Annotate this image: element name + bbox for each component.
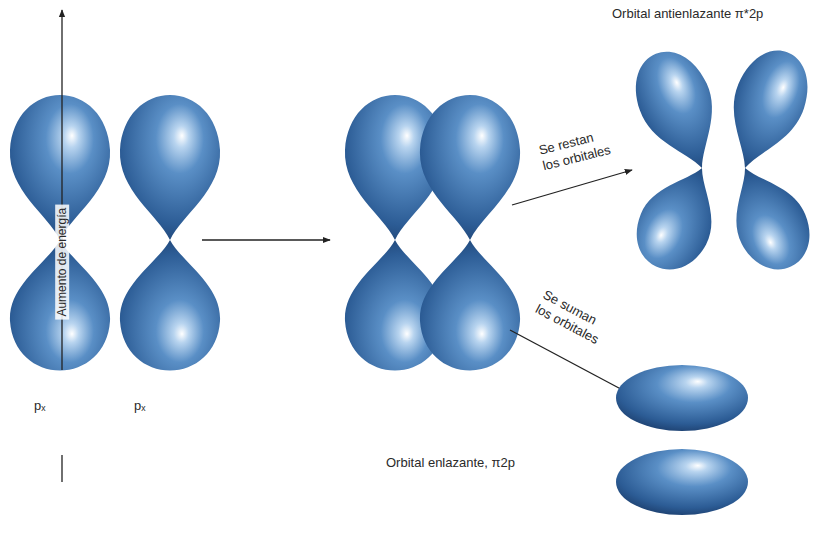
orbital-label: pₓ (34, 398, 46, 414)
process-arrow (202, 239, 330, 240)
antibonding-orbital (622, 40, 822, 282)
p-orbital (120, 95, 220, 371)
energy-axis (61, 455, 62, 482)
arrow-label: Se suman los orbitales (533, 287, 611, 348)
orbital-title: Orbital antienlazante π*2p (612, 6, 763, 22)
overlapping-orbitals (345, 95, 520, 371)
orbital-title: Orbital enlazante, π2p (386, 455, 515, 471)
arrow-label: Se restan los orbitales (537, 126, 614, 174)
orbital-label: pₓ (134, 398, 146, 414)
p-orbital (10, 95, 110, 371)
process-arrow (510, 330, 632, 395)
process-arrow (512, 170, 632, 205)
bonding-orbital (616, 365, 748, 515)
axis-label: Aumento de energía (55, 205, 69, 320)
